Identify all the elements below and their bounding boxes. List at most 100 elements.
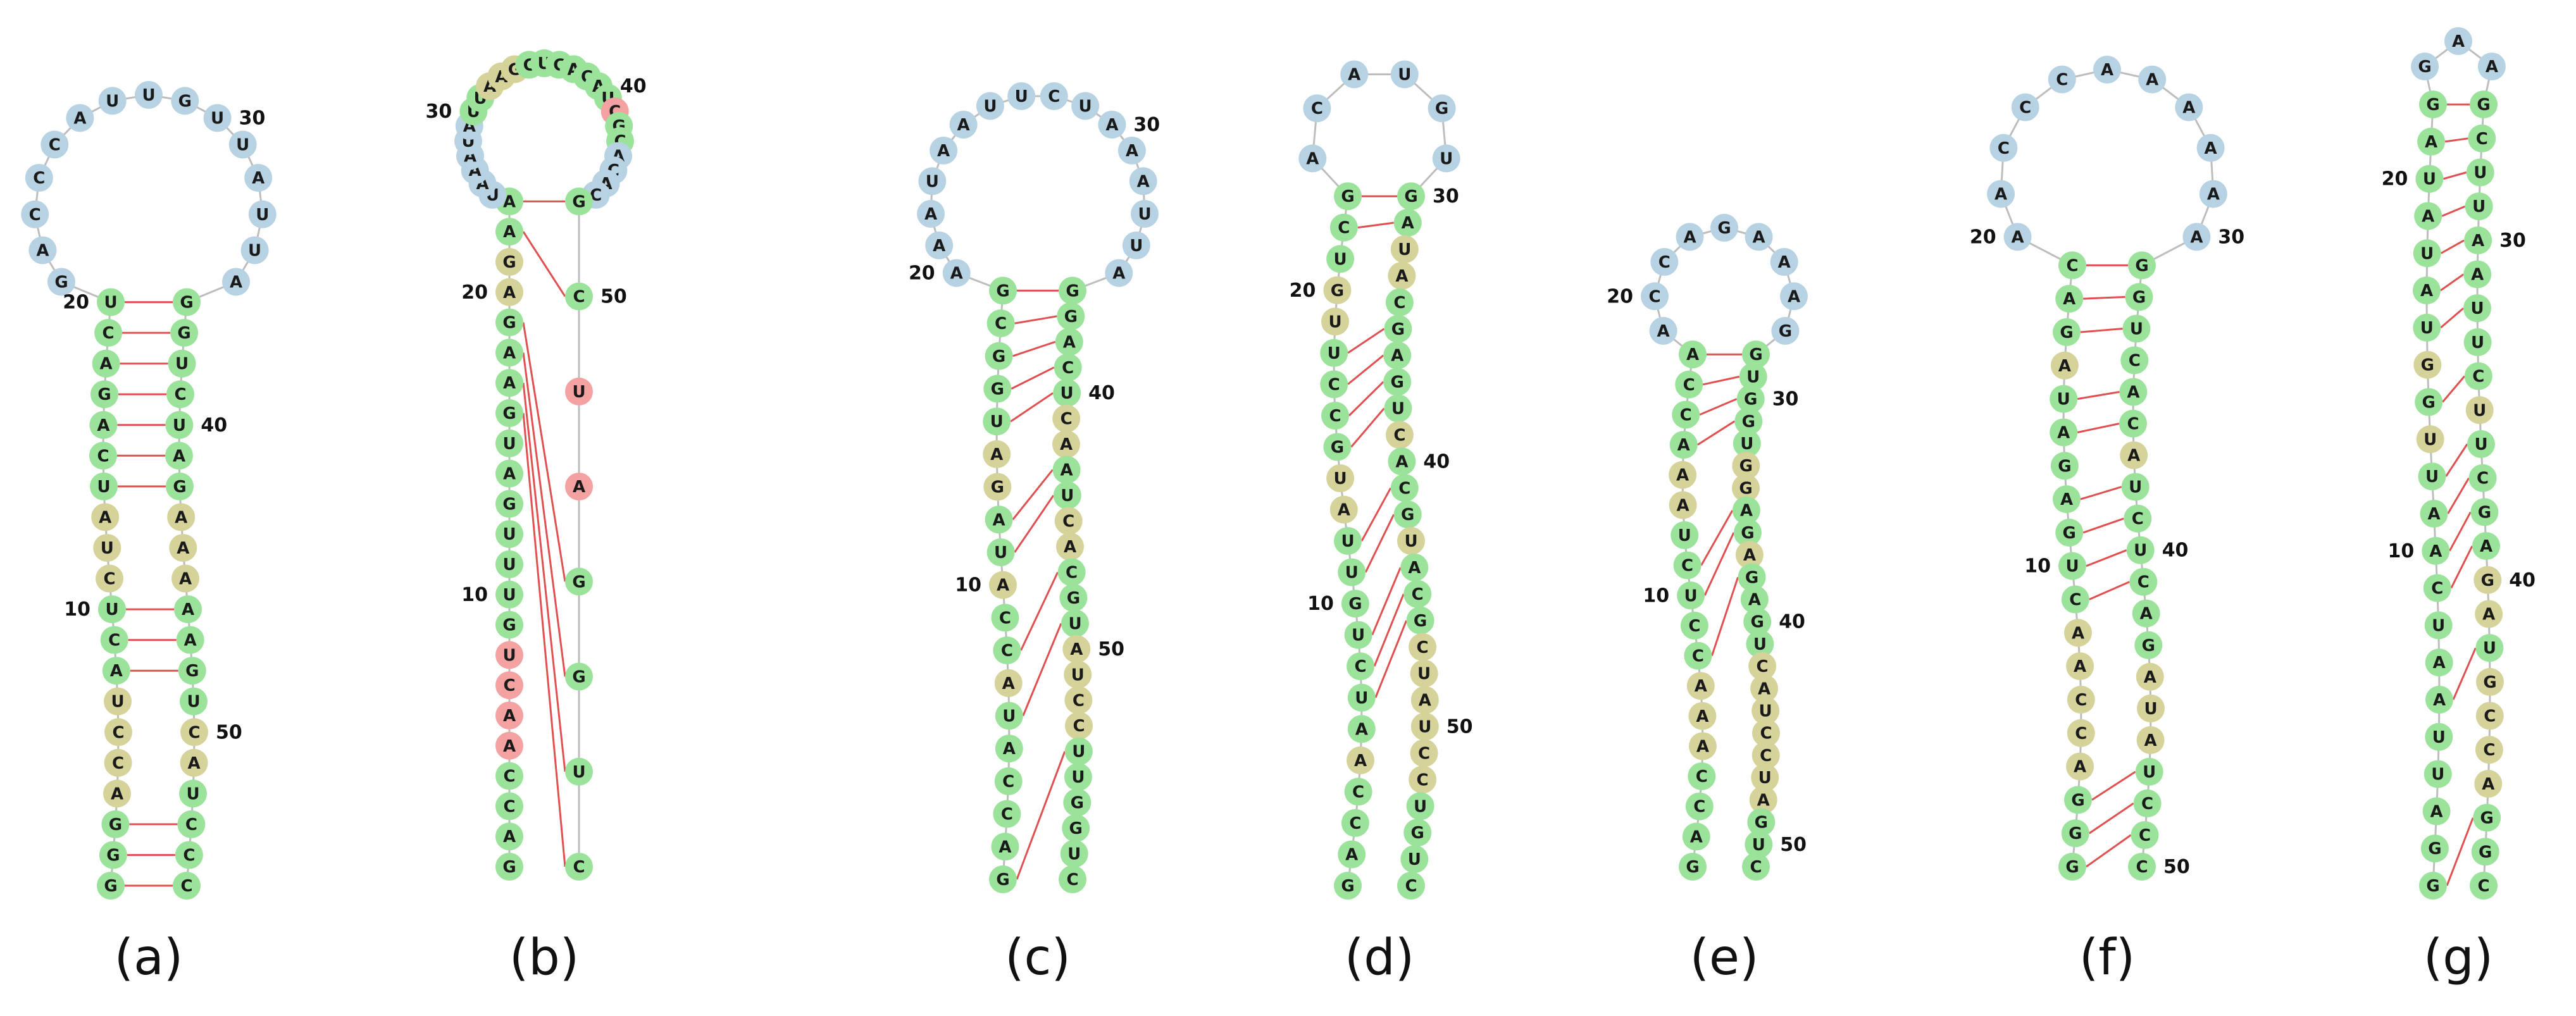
nucleotide-circle: [222, 268, 250, 296]
nucleotide-circle: [2061, 819, 2089, 848]
nucleotide: U: [1061, 609, 1089, 638]
nucleotide-circle: [2011, 93, 2039, 121]
nucleotide-letter: G: [106, 846, 120, 865]
nucleotide-circle: [989, 571, 1017, 599]
nucleotide-circle: [2058, 251, 2086, 280]
nucleotide: C: [1742, 853, 1770, 881]
nucleotide-circle: [1393, 500, 1422, 529]
nucleotide: C: [2067, 719, 2095, 747]
nucleotide-circle: [1129, 167, 1157, 195]
nucleotide-letter: G: [97, 385, 111, 404]
nucleotide-circle: [240, 236, 269, 264]
nucleotide: U: [2058, 552, 2086, 580]
nucleotide-circle: [1059, 583, 1088, 612]
nucleotide: A: [1052, 455, 1081, 484]
nucleotide-letter: G: [1064, 307, 1078, 326]
position-number: 40: [2509, 569, 2536, 592]
nucleotide-circle: [2058, 853, 2086, 881]
nucleotide-letter: A: [503, 374, 516, 393]
nucleotide-circle: [2415, 388, 2443, 416]
nucleotide-letter: G: [2058, 457, 2071, 476]
nucleotide: A: [2414, 202, 2442, 230]
nucleotide-circle: [1745, 830, 1773, 858]
nucleotide: U: [2121, 473, 2150, 501]
nucleotide: C: [2475, 702, 2504, 730]
nucleotide: G: [1057, 302, 1085, 330]
nucleotide-letter: G: [180, 294, 193, 313]
nucleotide-letter: C: [49, 136, 61, 155]
nucleotide: G: [565, 662, 593, 691]
nucleotide-circle: [1052, 455, 1081, 484]
nucleotide-letter: A: [2482, 605, 2495, 624]
nucleotide-circle: [2129, 567, 2158, 596]
nucleotide: A: [1735, 541, 1764, 569]
nucleotide-letter: C: [1061, 410, 1073, 429]
nucleotide-letter: U: [104, 294, 117, 313]
nucleotide-letter: A: [2429, 542, 2442, 561]
nucleotide-circle: [1321, 402, 1349, 430]
nucleotide: U: [1746, 629, 1774, 658]
nucleotide-letter: A: [2057, 424, 2070, 443]
nucleotide: C: [2475, 736, 2503, 764]
nucleotide-circle: [1400, 554, 1429, 581]
nucleotide-circle: [1054, 353, 1082, 381]
nucleotide-letter: A: [1696, 738, 1709, 757]
nucleotide: G: [1323, 276, 1352, 304]
nucleotide-circle: [1326, 245, 1355, 273]
nucleotide-circle: [1053, 481, 1081, 510]
nucleotide: A: [2420, 500, 2448, 528]
nucleotide: C: [94, 319, 123, 347]
nucleotide-circle: [565, 757, 593, 786]
nucleotide-circle: [1388, 261, 1416, 290]
nucleotide-circle: [1062, 635, 1091, 663]
nucleotide: G: [495, 490, 523, 518]
nucleotide: C: [1321, 402, 1349, 430]
nucleotide-letter: C: [2477, 469, 2489, 488]
nucleotide-letter: G: [1401, 505, 1414, 524]
nucleotide-circle: [177, 810, 206, 838]
nucleotide-letter: U: [502, 435, 516, 454]
nucleotide: C: [1680, 611, 1708, 640]
nucleotide: U: [1071, 92, 1100, 120]
nucleotide: G: [2061, 819, 2089, 848]
nucleotide: C: [1403, 579, 1432, 608]
nucleotide: U: [2122, 314, 2151, 343]
nucleotide-letter: G: [1066, 282, 1079, 300]
nucleotide-circle: [1059, 865, 1086, 893]
nucleotide-letter: G: [1341, 877, 1354, 896]
base-pair-bond: [1702, 375, 1740, 386]
nucleotide-letter: G: [502, 314, 516, 333]
nucleotide: G: [2134, 631, 2163, 659]
base-pair-bond: [1010, 392, 1054, 423]
nucleotide: A: [495, 822, 523, 851]
position-number: 10: [461, 584, 488, 606]
nucleotide-letter: C: [2056, 71, 2068, 90]
nucleotide: C: [2128, 853, 2156, 881]
nucleotide: A: [995, 734, 1023, 763]
nucleotide: A: [1098, 111, 1126, 139]
nucleotide-letter: U: [106, 92, 119, 111]
nucleotide-circle: [2134, 631, 2163, 659]
nucleotide: G: [2415, 388, 2443, 416]
nucleotide: G: [2470, 498, 2499, 526]
nucleotide-letter: C: [503, 767, 515, 786]
nucleotide-letter: G: [1435, 99, 1448, 118]
nucleotide: A: [1062, 635, 1091, 663]
nucleotide: A: [1117, 137, 1146, 164]
nucleotide-circle: [565, 853, 593, 881]
nucleotide-letter: U: [502, 555, 516, 574]
nucleotide: U: [2415, 164, 2444, 193]
nucleotide-circle: [1682, 822, 1710, 851]
nucleotide-circle: [1326, 464, 1355, 492]
nucleotide-letter: G: [1779, 322, 1792, 341]
nucleotide-circle: [21, 200, 49, 228]
nucleotide: A: [2066, 652, 2094, 681]
nucleotide-letter: U: [1352, 626, 1365, 645]
nucleotide-letter: A: [924, 205, 937, 224]
position-number: 50: [1098, 638, 1124, 660]
nucleotide: A: [1347, 746, 1374, 774]
nucleotide: U: [180, 687, 208, 716]
nucleotide-circle: [168, 349, 196, 378]
nucleotide-circle: [2175, 93, 2203, 121]
